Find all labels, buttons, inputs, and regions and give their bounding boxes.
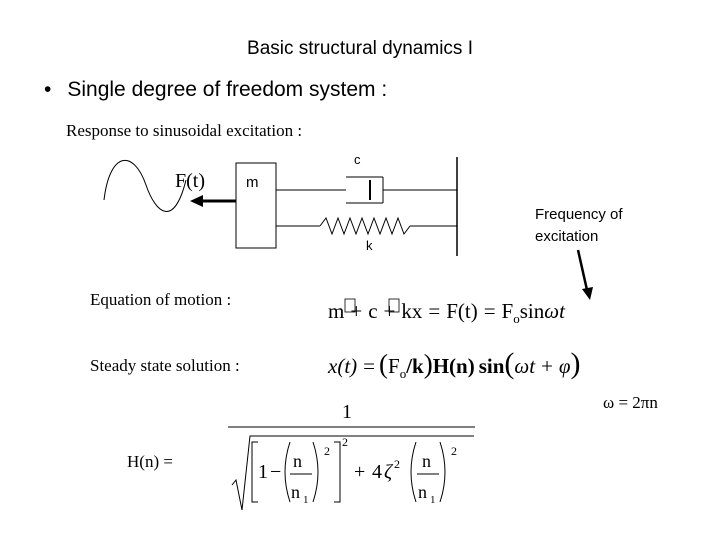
svg-text:1: 1 bbox=[303, 494, 309, 506]
mass-block bbox=[235, 162, 277, 249]
svg-text:n: n bbox=[293, 451, 302, 471]
sinusoid-icon bbox=[103, 159, 187, 212]
svg-text:n: n bbox=[418, 482, 427, 502]
missing-glyph-box bbox=[388, 298, 400, 313]
hn-label: H(n) = bbox=[127, 452, 173, 471]
svg-text:1: 1 bbox=[258, 461, 268, 483]
mass-label: m bbox=[246, 174, 259, 191]
response-heading: Response to sinusoidal excitation : bbox=[66, 121, 303, 140]
svg-text:n: n bbox=[422, 451, 431, 471]
steady-state-equation: x(t)=(Fo/k)H(n)sin(ωt+φ) bbox=[327, 347, 581, 381]
bullet-dot-icon: • bbox=[44, 78, 52, 101]
damper bbox=[276, 176, 457, 204]
svg-text:4: 4 bbox=[372, 461, 382, 483]
frequency-of-excitation-label: Frequency of excitation bbox=[535, 204, 623, 248]
force-label: F(t) bbox=[175, 170, 205, 192]
bullet-item: • Single degree of freedom system : bbox=[44, 78, 387, 102]
hn-right-paren bbox=[312, 441, 319, 503]
bullet-text: Single degree of freedom system : bbox=[67, 78, 388, 101]
svg-text:ζ: ζ bbox=[384, 461, 394, 483]
hn-right-paren-2 bbox=[439, 441, 446, 503]
spring-label: k bbox=[366, 238, 373, 253]
hn-formula: 1 1 − n n 1 2 2 + 4 ζ 2 n n 1 2 bbox=[228, 401, 475, 511]
missing-glyph-box bbox=[344, 298, 356, 313]
hn-left-paren bbox=[284, 441, 291, 503]
slide-title: Basic structural dynamics I bbox=[247, 38, 473, 59]
frequency-pointer-shaft bbox=[576, 249, 589, 291]
svg-text:2: 2 bbox=[342, 435, 348, 449]
hn-sqrt-sign bbox=[231, 435, 474, 511]
equation-of-motion-heading: Equation of motion : bbox=[90, 290, 232, 309]
force-arrow-head bbox=[190, 195, 203, 207]
svg-text:1: 1 bbox=[430, 494, 436, 506]
frequency-label-line1: Frequency of bbox=[535, 206, 623, 223]
omega-relation: ω = 2πn bbox=[603, 393, 658, 412]
spring bbox=[276, 216, 457, 236]
svg-text:2: 2 bbox=[451, 444, 457, 458]
hn-left-bracket bbox=[251, 441, 258, 503]
hn-right-bracket bbox=[334, 441, 341, 503]
hn-left-paren-2 bbox=[410, 441, 417, 503]
svg-text:2: 2 bbox=[394, 457, 400, 471]
hn-numerator: 1 bbox=[342, 401, 352, 423]
damper-label: c bbox=[354, 152, 361, 167]
frequency-pointer-head bbox=[582, 287, 593, 300]
svg-text:2: 2 bbox=[324, 444, 330, 458]
frequency-label-line2: excitation bbox=[535, 228, 599, 245]
eom-equation: m+c+kx=F(t)=Fosinωt bbox=[328, 299, 566, 326]
svg-text:+: + bbox=[354, 461, 365, 483]
svg-text:−: − bbox=[270, 461, 281, 483]
svg-text:n: n bbox=[291, 482, 300, 502]
steady-state-heading: Steady state solution : bbox=[90, 356, 240, 375]
